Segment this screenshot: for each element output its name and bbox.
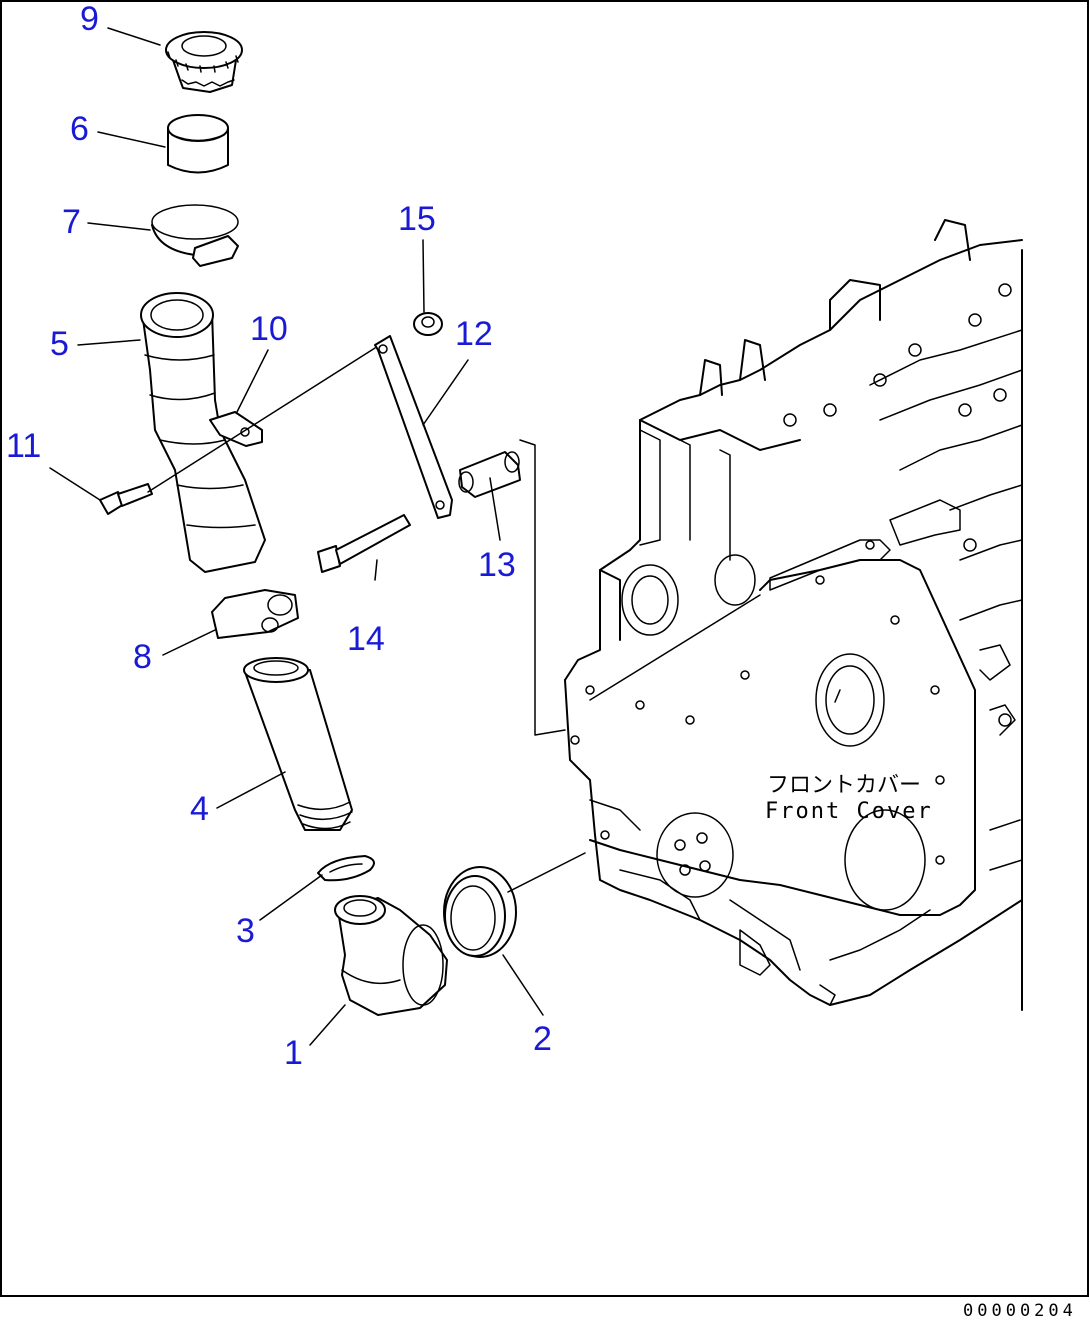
part-10-bracket xyxy=(209,411,263,447)
leader-lines xyxy=(49,27,841,1046)
part-5-hose xyxy=(140,292,266,573)
callout-14: 14 xyxy=(347,620,385,658)
callout-11: 11 xyxy=(6,427,41,465)
part-12-strap xyxy=(374,335,453,519)
callouts: 9 6 7 15 5 10 12 11 13 14 8 4 3 2 1 xyxy=(6,0,552,1072)
part-3-gasket xyxy=(317,855,375,882)
engine-label-jp: フロントカバー xyxy=(767,773,921,798)
part-15-washer xyxy=(413,312,443,336)
part-4-tube xyxy=(243,657,353,831)
callout-6: 6 xyxy=(70,110,89,148)
callout-2: 2 xyxy=(533,1020,552,1058)
callout-3: 3 xyxy=(236,912,255,950)
callout-7: 7 xyxy=(62,203,81,241)
callout-13: 13 xyxy=(478,546,516,584)
part-14-bolt xyxy=(317,514,411,573)
callout-15: 15 xyxy=(398,200,436,238)
part-7-clamp xyxy=(151,204,239,267)
callout-8: 8 xyxy=(133,638,152,676)
part-11-bolt xyxy=(99,483,153,515)
part-8-clamp xyxy=(211,589,299,639)
part-6-sleeve xyxy=(167,114,229,174)
part-9-filler-cap xyxy=(165,31,243,93)
callout-9: 9 xyxy=(80,0,99,38)
part-2-seal xyxy=(443,866,517,958)
callout-5: 5 xyxy=(50,325,69,363)
part-13-spacer xyxy=(458,451,521,498)
callout-10: 10 xyxy=(250,310,288,348)
callout-12: 12 xyxy=(455,315,493,353)
engine-label-en: Front Cover xyxy=(765,799,933,824)
drawing-number: 00000204 xyxy=(963,1301,1077,1321)
engine-block xyxy=(564,219,1023,1011)
callout-4: 4 xyxy=(190,790,209,828)
callout-1: 1 xyxy=(284,1034,303,1072)
part-1-elbow xyxy=(334,895,448,1016)
